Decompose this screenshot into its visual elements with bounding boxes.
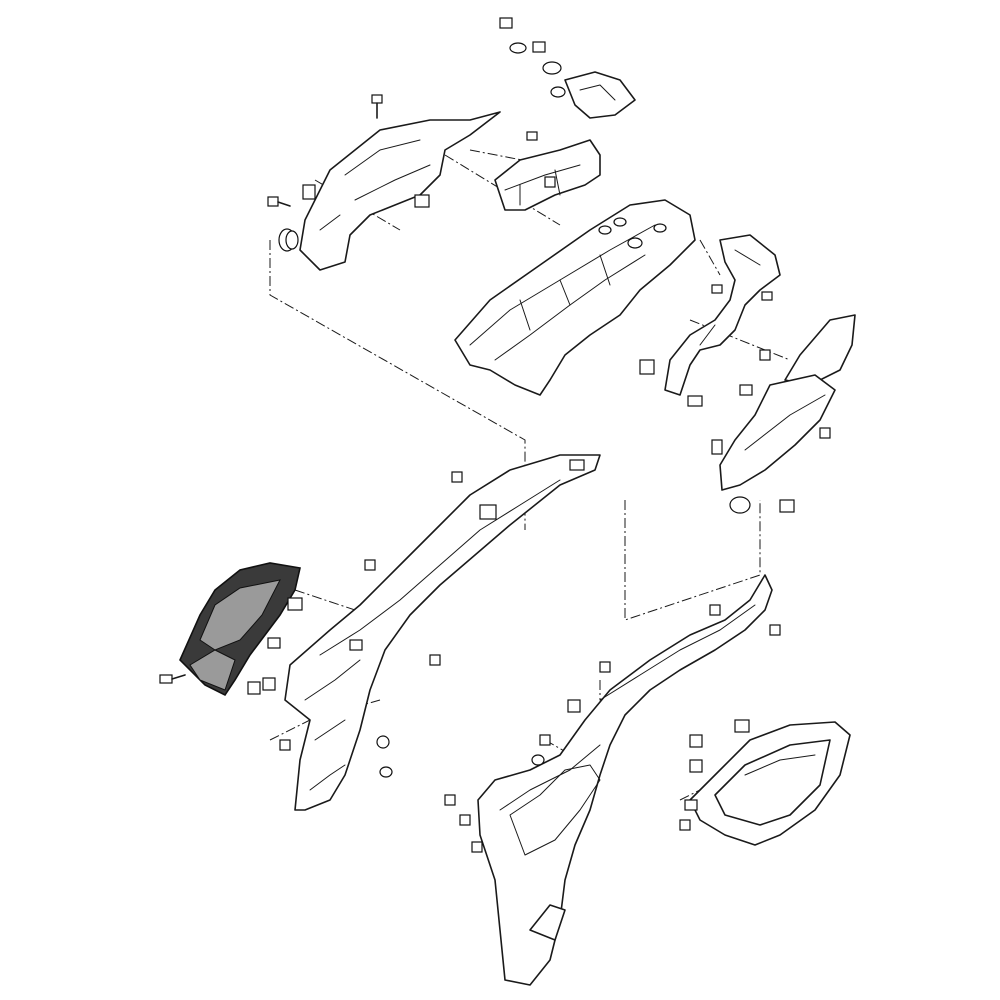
- right-side-cover: [679, 719, 851, 846]
- rear-undertray: [454, 199, 696, 396]
- right-frame-rail: [477, 574, 773, 986]
- right-rail-hardware: [444, 604, 781, 853]
- left-side-cover-highlighted: [179, 562, 301, 697]
- grommet-left: [278, 228, 299, 252]
- bolt-top-left: [267, 94, 383, 207]
- left-cover-hardware: [159, 471, 463, 778]
- upper-center-bracket: [494, 139, 601, 211]
- right-side-hardware: [639, 284, 831, 514]
- right-side-cover-upper: [719, 314, 856, 491]
- upper-left-bracket: [299, 111, 501, 271]
- right-rear-stay: [664, 234, 781, 396]
- cover-top-small: [564, 71, 636, 119]
- bolts-top-center: [499, 17, 566, 141]
- left-frame-rail: [284, 454, 601, 811]
